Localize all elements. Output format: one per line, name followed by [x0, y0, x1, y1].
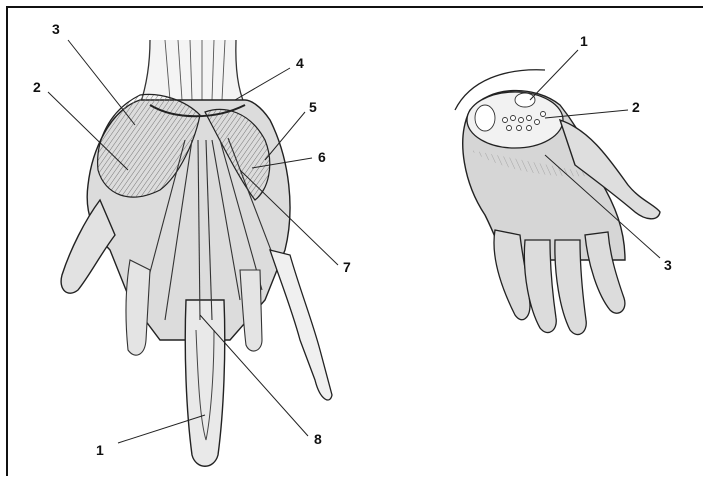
left-label-3: 3 — [52, 22, 60, 36]
right-label-3: 3 — [664, 258, 672, 272]
left-label-6: 6 — [318, 150, 326, 164]
right-label-1: 1 — [580, 34, 588, 48]
left-label-8: 8 — [314, 432, 322, 446]
left-label-2: 2 — [33, 80, 41, 94]
left-label-1: 1 — [96, 443, 104, 457]
left-label-4: 4 — [296, 56, 304, 70]
dissected-hand-drawing — [61, 40, 332, 466]
left-label-7: 7 — [343, 260, 351, 274]
right-label-2: 2 — [632, 100, 640, 114]
left-label-5: 5 — [309, 100, 317, 114]
palm-hand-drawing — [455, 70, 660, 335]
